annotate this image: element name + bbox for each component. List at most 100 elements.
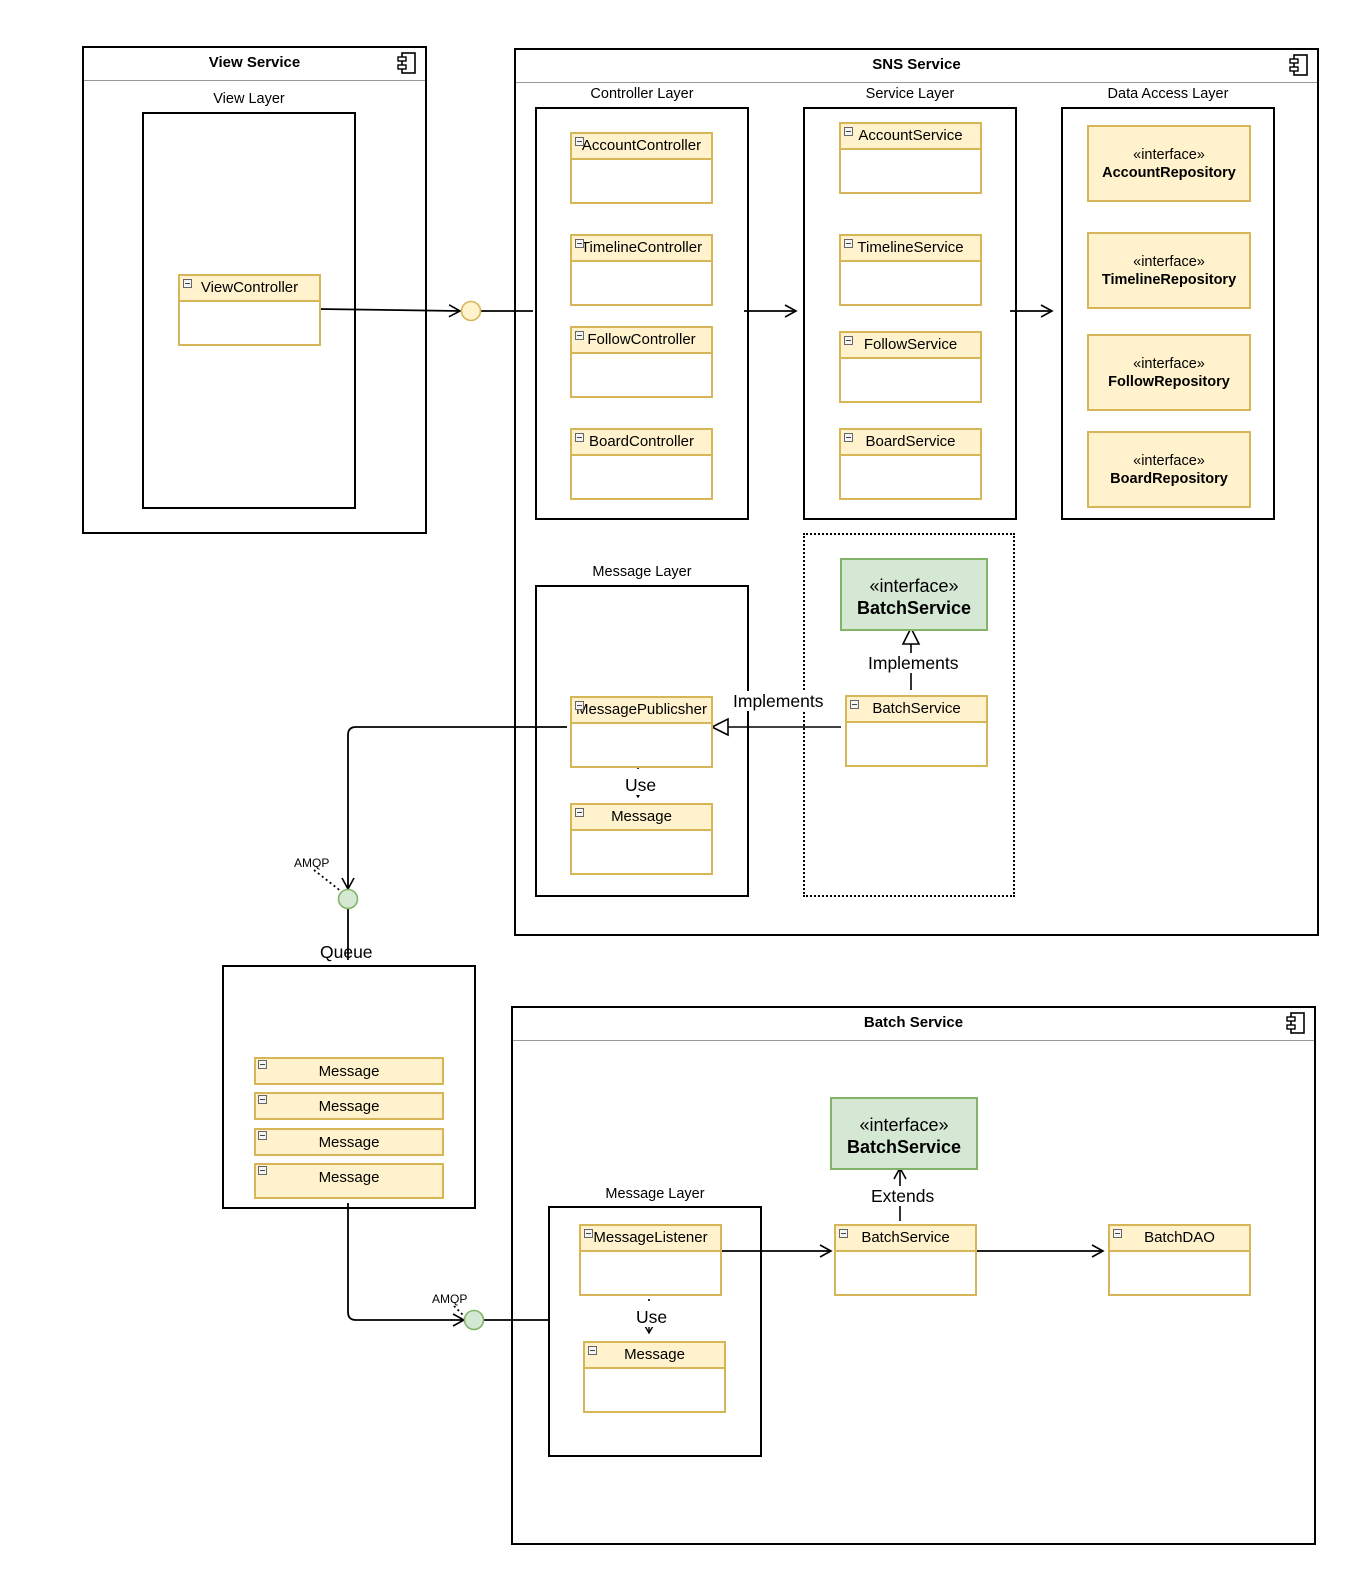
collapse-icon[interactable] — [258, 1166, 267, 1175]
collapse-icon[interactable] — [575, 331, 584, 340]
follow-repository-interface[interactable]: «interface» FollowRepository — [1087, 334, 1251, 411]
collapse-icon[interactable] — [575, 433, 584, 442]
queue-amqp-label: AMQP — [294, 856, 330, 870]
class-name: Message — [624, 1346, 685, 1363]
collapse-icon[interactable] — [575, 137, 584, 146]
batch-message-layer-title: Message Layer — [605, 1186, 705, 1202]
batch-amqp-label: AMQP — [432, 1292, 468, 1306]
service-layer — [803, 107, 1017, 520]
class-name: BatchService — [861, 1229, 950, 1246]
message-publisher-class[interactable]: MessagePublicsher — [570, 696, 713, 768]
timeline-repository-interface[interactable]: «interface» TimelineRepository — [1087, 232, 1251, 309]
publisher-implements-label: Implements — [733, 691, 824, 711]
stereotype-label: «interface» — [1133, 453, 1205, 469]
sns-service-title: SNS Service — [516, 50, 1317, 83]
collapse-icon[interactable] — [839, 1229, 848, 1238]
class-name: FollowController — [587, 331, 696, 348]
class-name: BatchDAO — [1144, 1229, 1215, 1246]
publisher-to-queue-path — [341, 726, 567, 891]
queue-message-2[interactable]: Message — [254, 1092, 444, 1120]
follow-service-class[interactable]: FollowService — [839, 331, 982, 403]
view-controller-class[interactable]: ViewController — [178, 274, 321, 346]
collapse-icon[interactable] — [258, 1095, 267, 1104]
interface-name: TimelineRepository — [1101, 272, 1237, 288]
sns-batch-service-class[interactable]: BatchService — [845, 695, 988, 767]
queue-title: Queue — [320, 942, 373, 962]
class-name: MessagePublicsher — [576, 701, 707, 718]
batch-use-label: Use — [636, 1307, 668, 1327]
batch-service-component[interactable]: Batch Service — [511, 1006, 1316, 1545]
collapse-icon[interactable] — [584, 1229, 593, 1238]
class-name: TimelineService — [857, 239, 964, 256]
stereotype-label: «interface» — [1133, 356, 1205, 372]
interface-name: BoardRepository — [1110, 471, 1228, 487]
timeline-controller-class[interactable]: TimelineController — [570, 234, 713, 306]
stereotype-label: «interface» — [859, 1115, 949, 1135]
queue-message-3[interactable]: Message — [254, 1128, 444, 1156]
view-to-sns-arrow — [317, 304, 462, 318]
amqp-dotted-bottom — [453, 1305, 467, 1319]
amqp-dotted-top — [313, 869, 343, 893]
batch-service-interface[interactable]: «interface» BatchService — [830, 1097, 978, 1170]
collapse-icon[interactable] — [575, 239, 584, 248]
collapse-icon[interactable] — [844, 127, 853, 136]
collapse-icon[interactable] — [258, 1060, 267, 1069]
component-icon — [1286, 1012, 1305, 1034]
queue-message-1[interactable]: Message — [254, 1057, 444, 1085]
class-name: BoardService — [865, 433, 956, 450]
message-listener-class[interactable]: MessageListener — [579, 1224, 722, 1296]
queue-amqp-interface[interactable] — [337, 888, 359, 910]
class-name: TimelineController — [580, 239, 703, 256]
collapse-icon[interactable] — [850, 700, 859, 709]
interface-name: AccountRepository — [1102, 165, 1236, 181]
class-name: FollowService — [863, 336, 958, 353]
sns-message-class[interactable]: Message — [570, 803, 713, 875]
queue-message-tail — [254, 1189, 444, 1199]
data-access-layer-title: Data Access Layer — [1107, 86, 1229, 102]
board-controller-class[interactable]: BoardController — [570, 428, 713, 500]
queue-message-4[interactable]: Message — [254, 1163, 444, 1191]
batch-message-class[interactable]: Message — [583, 1341, 726, 1413]
stereotype-label: «interface» — [869, 576, 959, 596]
component-icon — [1289, 54, 1308, 76]
batch-amqp-interface[interactable] — [463, 1309, 485, 1331]
board-repository-interface[interactable]: «interface» BoardRepository — [1087, 431, 1251, 508]
board-service-class[interactable]: BoardService — [839, 428, 982, 500]
batch-dao-class[interactable]: BatchDAO — [1108, 1224, 1251, 1296]
sns-batch-implements-label: Implements — [868, 653, 959, 673]
collapse-icon[interactable] — [183, 279, 192, 288]
class-name: MessageListener — [593, 1229, 708, 1246]
stereotype-label: «interface» — [1133, 254, 1205, 270]
account-repository-interface[interactable]: «interface» AccountRepository — [1087, 125, 1251, 202]
collapse-icon[interactable] — [575, 701, 584, 710]
collapse-icon[interactable] — [1113, 1229, 1122, 1238]
collapse-icon[interactable] — [844, 433, 853, 442]
sns-provided-interface[interactable] — [460, 300, 482, 322]
stereotype-label: «interface» — [1133, 147, 1205, 163]
timeline-service-class[interactable]: TimelineService — [839, 234, 982, 306]
follow-controller-class[interactable]: FollowController — [570, 326, 713, 398]
component-icon — [397, 52, 416, 74]
data-access-layer — [1061, 107, 1275, 520]
queue-container[interactable] — [222, 965, 476, 1209]
class-name: ViewController — [200, 279, 299, 296]
view-layer — [142, 112, 356, 509]
account-service-class[interactable]: AccountService — [839, 122, 982, 194]
collapse-icon[interactable] — [575, 808, 584, 817]
collapse-icon[interactable] — [844, 239, 853, 248]
collapse-icon[interactable] — [844, 336, 853, 345]
account-controller-class[interactable]: AccountController — [570, 132, 713, 204]
collapse-icon[interactable] — [588, 1346, 597, 1355]
sns-message-layer — [535, 585, 749, 897]
controller-layer-title: Controller Layer — [590, 86, 694, 102]
sns-batch-group — [803, 533, 1015, 897]
collapse-icon[interactable] — [258, 1131, 267, 1140]
sns-batch-service-interface[interactable]: «interface» BatchService — [840, 558, 988, 631]
controller-layer — [535, 107, 749, 520]
view-service-component[interactable]: View Service — [82, 46, 427, 534]
batch-service-class[interactable]: BatchService — [834, 1224, 977, 1296]
interface-name: BatchService — [846, 1137, 962, 1157]
sns-service-component[interactable]: SNS Service — [514, 48, 1319, 936]
batch-extends-label: Extends — [871, 1186, 935, 1206]
